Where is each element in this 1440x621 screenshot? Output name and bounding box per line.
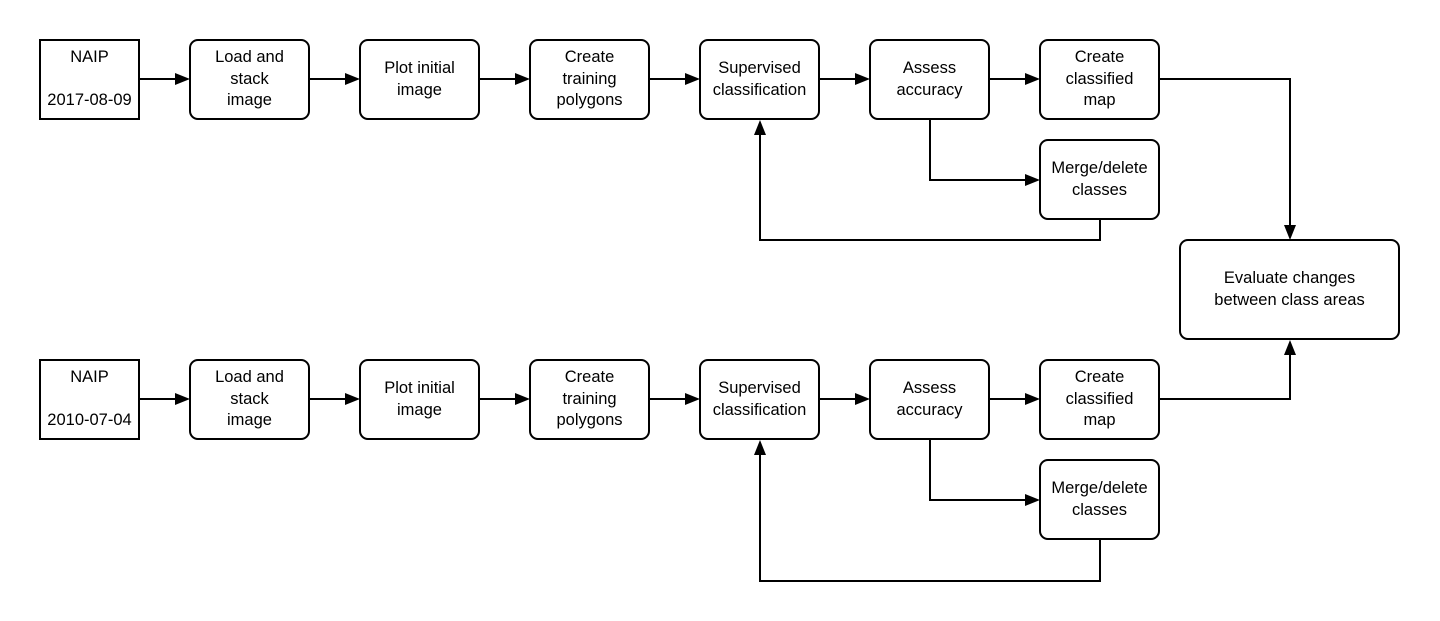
arrowhead	[1025, 174, 1040, 186]
arrowhead	[345, 73, 360, 85]
arrow-map-2010-to-evaluate	[1160, 354, 1291, 400]
arrow-map-2017-to-evaluate	[1160, 78, 1291, 226]
arrowhead	[515, 393, 530, 405]
row-1-connectors	[140, 73, 1296, 241]
arrowhead	[754, 440, 766, 455]
assess-accuracy-node-2017: Assess accuracy	[869, 39, 990, 120]
arrowhead	[855, 73, 870, 85]
load-stack-image-node-2017: Load and stack image	[189, 39, 310, 120]
naip-2017-source-node: NAIP 2017-08-09	[39, 39, 140, 120]
load-stack-image-node-2010: Load and stack image	[189, 359, 310, 440]
naip-2010-source-node: NAIP 2010-07-04	[39, 359, 140, 440]
arrowhead	[685, 73, 700, 85]
arrowhead	[175, 393, 190, 405]
naip-2010-line1: NAIP	[70, 368, 109, 387]
arrow-assess-to-merge	[929, 440, 1026, 501]
plot-initial-image-node-2010: Plot initial image	[359, 359, 480, 440]
create-classified-map-node-2010: Create classified map	[1039, 359, 1160, 440]
naip-2017-date: 2017-08-09	[47, 91, 132, 110]
arrowhead	[1025, 393, 1040, 405]
arrowhead	[855, 393, 870, 405]
naip-2017-label: NAIP 2017-08-09	[47, 26, 131, 134]
create-classified-map-node-2017: Create classified map	[1039, 39, 1160, 120]
merge-delete-classes-node-2010: Merge/delete classes	[1039, 459, 1160, 540]
naip-2017-line1: NAIP	[70, 48, 109, 67]
arrow-merge-to-supervised	[759, 454, 1101, 582]
naip-2010-label: NAIP 2010-07-04	[47, 346, 131, 454]
plot-initial-image-node-2017: Plot initial image	[359, 39, 480, 120]
merge-delete-classes-node-2017: Merge/delete classes	[1039, 139, 1160, 220]
arrowhead	[685, 393, 700, 405]
arrowhead	[1284, 340, 1296, 355]
naip-2010-date: 2010-07-04	[47, 411, 132, 430]
arrowhead	[1284, 225, 1296, 240]
arrowhead	[345, 393, 360, 405]
arrow-merge-to-supervised	[759, 134, 1101, 241]
arrowhead	[1025, 73, 1040, 85]
arrowhead	[754, 120, 766, 135]
arrowhead	[515, 73, 530, 85]
arrowhead	[175, 73, 190, 85]
supervised-classification-node-2010: Supervised classification	[699, 359, 820, 440]
create-training-polygons-node-2017: Create training polygons	[529, 39, 650, 120]
arrowhead	[1025, 494, 1040, 506]
evaluate-changes-node: Evaluate changes between class areas	[1179, 239, 1400, 340]
arrow-assess-to-merge	[929, 120, 1026, 181]
create-training-polygons-node-2010: Create training polygons	[529, 359, 650, 440]
row-2-connectors	[140, 340, 1296, 582]
supervised-classification-node-2017: Supervised classification	[699, 39, 820, 120]
assess-accuracy-node-2010: Assess accuracy	[869, 359, 990, 440]
